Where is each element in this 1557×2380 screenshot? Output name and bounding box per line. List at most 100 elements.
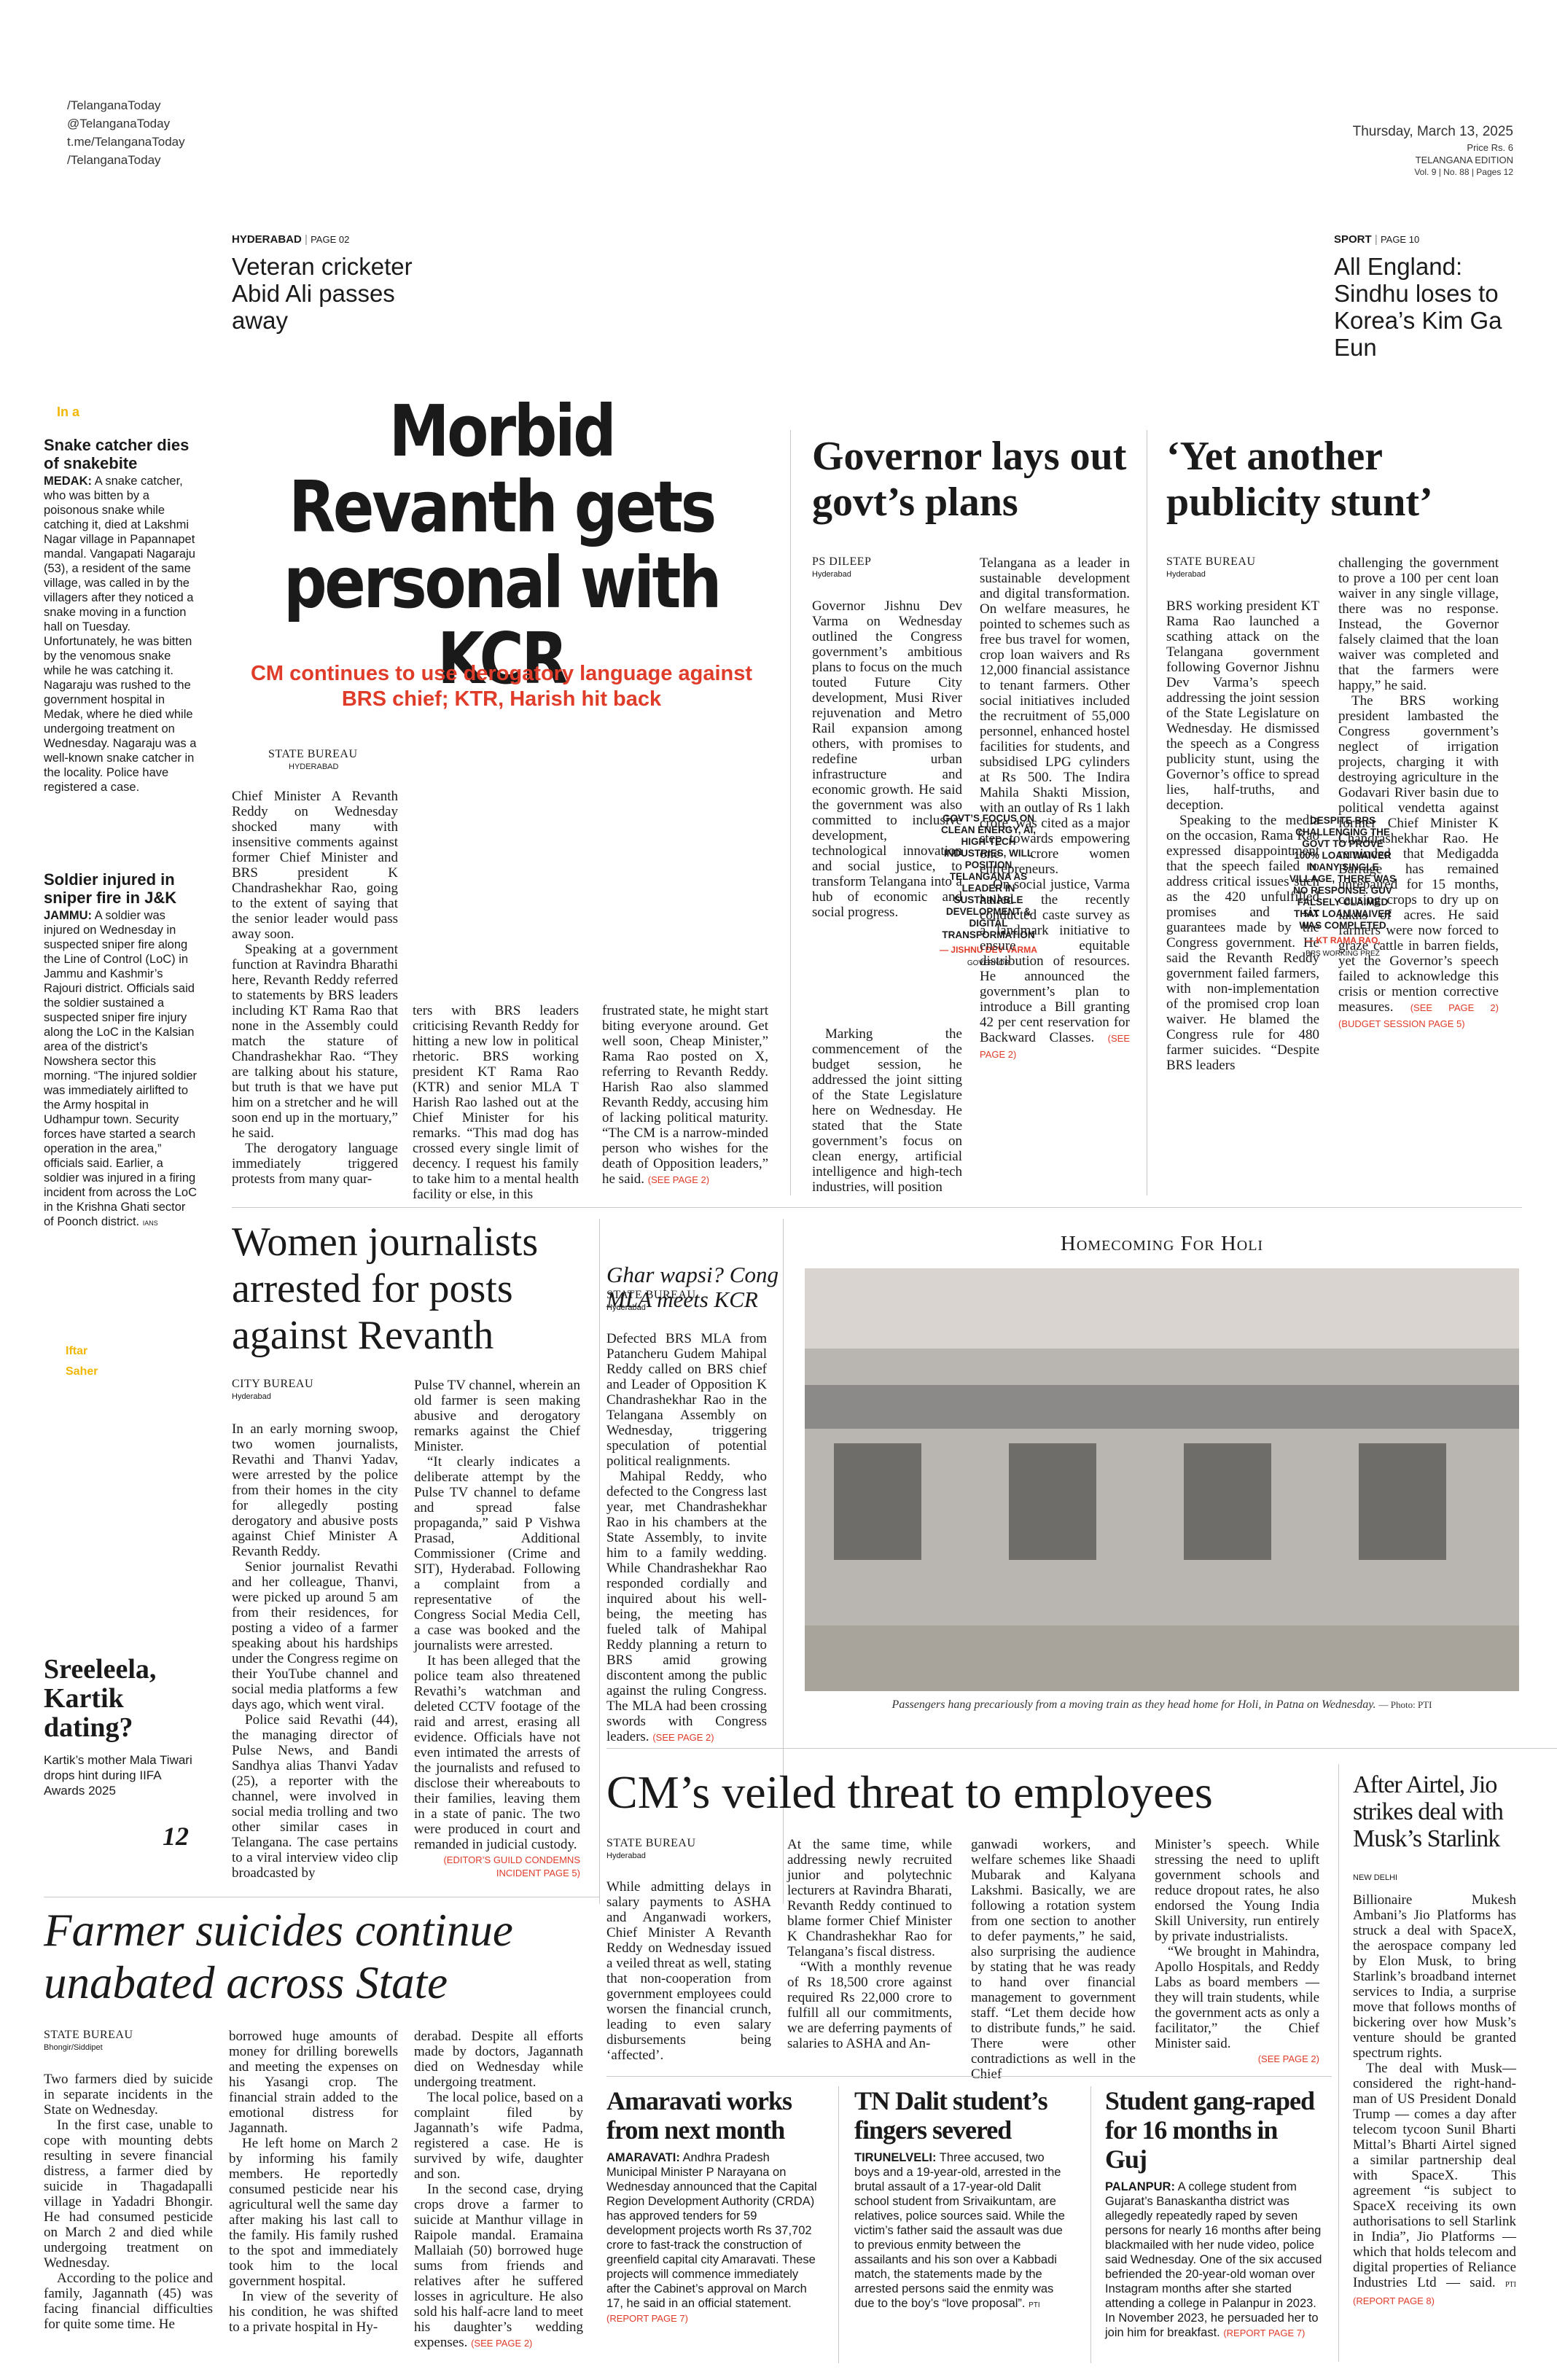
governor-pullquote: GOVT’S FOCUS ON CLEAN ENERGY, AI, HIGH-T… [934,813,1042,969]
gharwapsi-para: Mahipal Reddy, who defected to the Congr… [606,1469,767,1744]
lead-headline[interactable]: Morbid Revanth gets personal with KCR [284,390,722,700]
airtel-headline[interactable]: After Airtel, Jio strikes deal with Musk… [1353,1771,1504,1852]
saher-label: Saher [66,1365,98,1378]
journalists-see-page[interactable]: (EDITOR’S GUILD CONDEMNS INCIDENT PAGE 5… [443,1854,580,1878]
social-instagram[interactable]: /TelanganaToday [67,153,161,167]
governor-see-page[interactable]: (SEE PAGE 2) [980,1033,1130,1060]
farmer-para: According to the police and family, Jaga… [44,2271,213,2332]
farmer-para: In view of the severity of his condition… [229,2289,398,2335]
teaser-page: PAGE 02 [311,234,350,245]
sidebar-brief-1[interactable]: Snake catcher dies of snakebite MEDAK: A… [44,436,197,795]
farmer-col-3: derabad. Despite all efforts made by doc… [414,2029,583,2351]
governor-para: Telangana as a leader in sustainable dev… [980,555,1130,877]
edition: TELANGANA EDITION [1415,155,1513,165]
iftar-label: Iftar [66,1345,88,1357]
governor-para: On social justice, Varma hailed the rece… [980,877,1130,1060]
threat-byline: STATE BUREAU [606,1837,696,1849]
publicity-para: Speaking to the media on the occasion, R… [1166,813,1319,1073]
threat-col-3: ganwadi workers, and welfare schemes lik… [971,1837,1136,2082]
journalists-headline[interactable]: Women journalists arrested for posts aga… [232,1220,539,1358]
gangrape-brief[interactable]: Student gang-raped for 16 months in Guj … [1105,2086,1324,2341]
sidebar-brief-2[interactable]: Soldier injured in sniper fire in J&K JA… [44,870,197,1230]
teaser-left[interactable]: HYDERABAD | PAGE 02 Veteran cricketer Ab… [232,233,421,334]
farmer-headline[interactable]: Farmer suicides continue unabated across… [44,1905,513,2008]
threat-col-4: Minister’s speech. While stressing the n… [1155,1837,1319,2067]
journalists-para: “It clearly indicates a deliberate attem… [414,1454,580,1653]
lead-byline: STATE BUREAU [268,748,358,760]
threat-para: While admitting delays in salary payment… [606,1879,771,2063]
lead-place: HYDERABAD [289,762,339,771]
gangrape-see-page[interactable]: (REPORT PAGE 7) [1223,2328,1306,2338]
governor-headline[interactable]: Governor lays out govt’s plans [812,434,1127,525]
promo-sreeleela[interactable]: Sreeleela, Kartik dating? Kartik’s mothe… [44,1655,197,1851]
publicity-see-page[interactable]: (SEE PAGE 2) [1410,1002,1499,1013]
gangrape-text: A college student from Gujarat’s Banaska… [1105,2180,1322,2339]
farmer-see-page[interactable]: (SEE PAGE 2) [471,2338,533,2349]
publicity-pullquote: DESPITE BRS CHALLENGING THE GOVT TO PROV… [1289,815,1397,960]
dalit-brief[interactable]: TN Dalit student’s fingers severed TIRUN… [854,2086,1066,2313]
gharwapsi-byline: STATE BUREAU [606,1289,696,1301]
threat-see-page[interactable]: (SEE PAGE 2) [1257,2053,1319,2064]
teaser-section: SPORT [1334,233,1372,246]
publicity-para: The BRS working president lambasted the … [1338,693,1499,1029]
amaravati-headline: Amaravati works from next month [606,2086,792,2145]
lead-byline-block: STATE BUREAU HYDERABAD [268,748,358,771]
publicity-see-budget[interactable]: (BUDGET SESSION PAGE 5) [1338,1018,1465,1029]
issue-date: Thursday, March 13, 2025 [1352,124,1513,139]
journalists-place: Hyderabad [232,1392,271,1401]
brief-headline: Soldier injured in sniper fire in J&K [44,870,177,907]
teaser-right[interactable]: SPORT | PAGE 10 All England: Sindhu lose… [1334,233,1516,361]
governor-para: Marking the commencement of the budget s… [812,1026,962,1195]
governor-place: Hyderabad [812,570,851,579]
pullquote-name: — JISHNU DEV VARMA [940,945,1037,955]
threat-headline[interactable]: CM’s veiled threat to employees [606,1766,1213,1818]
pullquote-name: — KT RAMA RAO, [1305,935,1381,945]
promo-page: 12 [163,1822,189,1851]
social-telegram[interactable]: t.me/TelanganaToday [67,135,185,149]
dalit-text: Three accused, two boys and a 19-year-ol… [854,2151,1065,2310]
pullquote-title: BRS WORKING PREZ [1306,950,1380,958]
farmer-para: He left home on March 2 by informing his… [229,2136,398,2289]
governor-col-2: Telangana as a leader in sustainable dev… [980,555,1130,1062]
publicity-byline-block: STATE BUREAU Hyderabad [1166,555,1256,579]
caption-text: Passengers hang precariously from a movi… [891,1698,1376,1711]
lead-para: The derogatory language immediately trig… [232,1141,398,1187]
governor-col-1: Governor Jishnu Dev Varma on Wednesday o… [812,598,962,920]
threat-byline-block: STATE BUREAU Hyderabad [606,1837,696,1860]
publicity-para: challenging the government to prove a 10… [1338,555,1499,693]
governor-byline: PS DILEEP [812,555,872,568]
lead-see-page[interactable]: (SEE PAGE 2) [647,1174,710,1185]
publicity-byline: STATE BUREAU [1166,555,1256,568]
amaravati-brief[interactable]: Amaravati works from next month AMARAVAT… [606,2086,818,2326]
gharwapsi-see-page[interactable]: (SEE PAGE 2) [652,1732,714,1743]
train-photo-image [805,1268,1519,1691]
gharwapsi-headline[interactable]: Ghar wapsi? Cong MLA meets KCR [606,1262,778,1312]
threat-para: Minister’s speech. While stressing the n… [1155,1837,1319,1944]
lead-col-1: Chief Minister A Revanth Reddy on Wednes… [232,789,398,1187]
airtel-credit: PTI [1505,2281,1516,2289]
social-twitter[interactable]: @TelanganaToday [67,117,171,130]
social-facebook[interactable]: /TelanganaToday [67,98,161,112]
dalit-credit: PTI [1029,2301,1040,2309]
governor-para: Governor Jishnu Dev Varma on Wednesday o… [812,598,962,920]
journalists-para: In an early morning swoop, two women jou… [232,1421,398,1559]
gharwapsi-byline-wrap: STATE BUREAU Hyderabad [606,1289,696,1312]
airtel-para: Billionaire Mukesh Ambani’s Jio Platform… [1353,1892,1516,2061]
pullquote-title: GOVERNOR [967,959,1010,967]
publicity-headline[interactable]: ‘Yet another publicity stunt’ [1166,434,1433,525]
dalit-dateline: TIRUNELVELI: [854,2151,937,2164]
teaser-page: PAGE 10 [1380,234,1420,245]
brief-credit: IANS [142,1220,158,1227]
pullquote-text: GOVT’S FOCUS ON CLEAN ENERGY, AI, HIGH-T… [940,813,1037,940]
threat-para: At the same time, while addressing newly… [787,1837,952,1959]
edition-info: Thursday, March 13, 2025 Price Rs. 6 TEL… [1353,124,1513,177]
in-a-label: In a [57,405,80,419]
lead-subhead: CM continues to use derogatory language … [250,662,753,711]
threat-para: “With a monthly revenue of Rs 18,500 cro… [787,1959,952,2051]
farmer-para: derabad. Despite all efforts made by doc… [414,2029,583,2090]
threat-para: ganwadi workers, and welfare schemes lik… [971,1837,1136,2082]
journalists-para: Pulse TV channel, wherein an old farmer … [414,1378,580,1454]
airtel-see-page[interactable]: (REPORT PAGE 8) [1353,2295,1435,2306]
farmer-para: Two farmers died by suicide in separate … [44,2072,213,2118]
amaravati-see-page[interactable]: (REPORT PAGE 7) [606,2313,688,2324]
